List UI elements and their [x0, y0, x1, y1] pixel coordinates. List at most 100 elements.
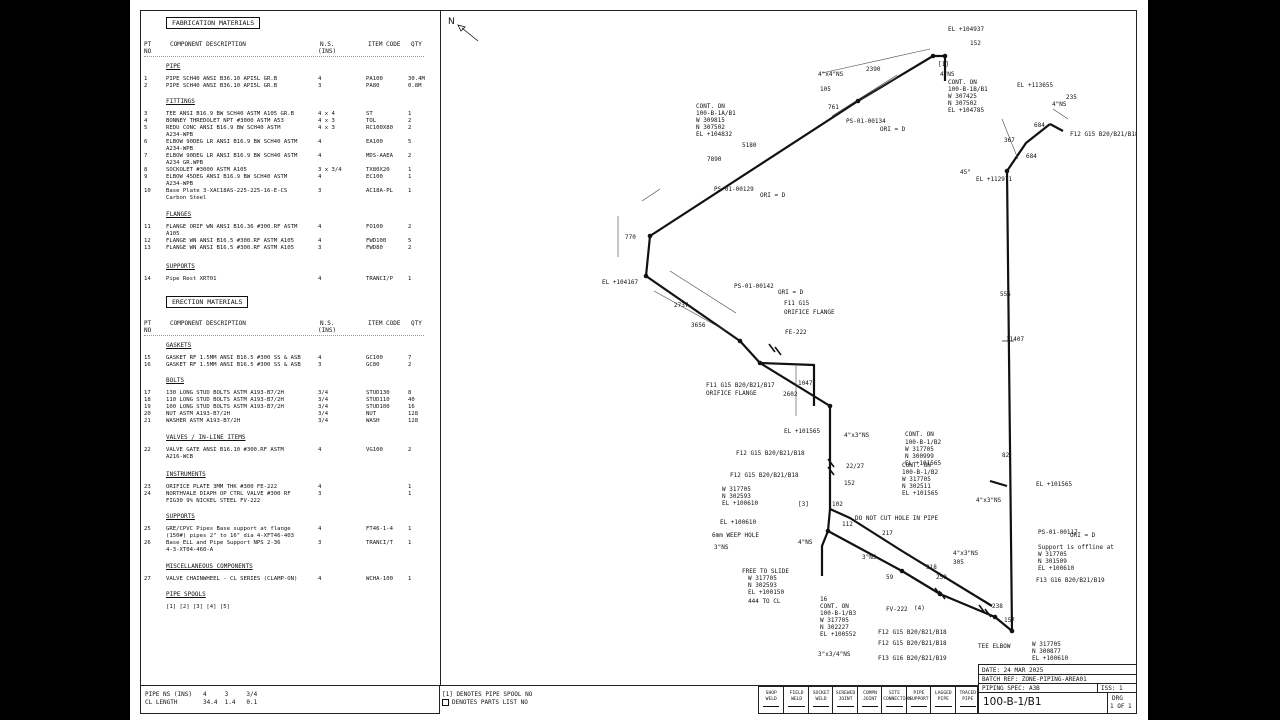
drawing-label: W 317705 — [902, 476, 931, 483]
material-ns: 4 — [318, 526, 322, 532]
erect-header-rule — [144, 335, 424, 336]
north-arrow-icon — [461, 27, 479, 42]
material-pt: 7 — [144, 153, 148, 159]
drawing-label: 5180 — [742, 142, 757, 149]
flange-marker — [934, 587, 942, 597]
materials-divider — [440, 10, 441, 686]
legend-label: SOCKET WELD — [812, 691, 830, 702]
material-ns: 3/4 — [318, 411, 329, 417]
legend-label: SHOP WELD — [765, 691, 777, 702]
weld-joint-marker — [992, 614, 998, 620]
material-code: STUD100 — [366, 404, 390, 410]
material-ns: 3/4 — [318, 404, 329, 410]
legend-symbol-icon — [910, 706, 928, 707]
erect-col-qty: QTY — [411, 320, 422, 327]
summary-ns-values: 4 3 3/4 — [203, 691, 258, 698]
flange-marker — [827, 466, 835, 476]
material-pt: 3 — [144, 111, 148, 117]
drawing-label: 100-B-1/B2 — [902, 469, 939, 476]
flange-marker — [984, 608, 992, 618]
material-pt: 13 — [144, 245, 151, 251]
material-pt: 5 — [144, 125, 148, 131]
material-code: NUT — [366, 411, 377, 417]
title-drg-value: 1 OF 1 — [1110, 703, 1132, 710]
section-title: SUPPORTS — [166, 263, 195, 270]
material-code: AC18A-PL — [366, 188, 393, 194]
weld-joint-marker — [737, 338, 743, 344]
material-code: GC100 — [366, 355, 383, 361]
drawing-label: N 300877 — [1032, 648, 1061, 655]
drawing-label: (4) — [914, 605, 925, 612]
legend-symbol-icon — [886, 706, 903, 707]
drawing-label: 2737 — [674, 302, 689, 309]
drawing-label: 152 — [844, 480, 855, 487]
drawing-label: 3"NS — [714, 544, 729, 551]
drawing-label: 3"x3/4"NS — [818, 651, 851, 658]
material-qty: 1 — [408, 484, 412, 490]
material-desc: Base ELL and Pipe Support NPS 2-36 — [166, 540, 281, 546]
material-row: FIG30 9% NICKEL STEEL FV-222 — [130, 498, 435, 506]
material-qty: 0.8M — [408, 83, 422, 89]
legend-item: TRACED PIPE — [954, 687, 979, 713]
weld-joint-marker — [899, 568, 905, 574]
material-pt: 21 — [144, 418, 151, 424]
section-title: INSTRUMENTS — [166, 471, 206, 478]
drawing-label: [3] — [798, 501, 809, 508]
material-qty: 40 — [408, 397, 415, 403]
material-ns: 4 — [318, 484, 322, 490]
drawing-label: 6mm WEEP HOLE — [712, 532, 759, 539]
drawing-label: W 309815 — [696, 117, 725, 124]
drawing-label: W 317705 — [748, 575, 777, 582]
drawing-label: 157 — [1004, 617, 1015, 624]
weld-joint-marker — [930, 53, 936, 59]
drawing-label: N 302227 — [820, 624, 849, 631]
erection-materials-title: ERECTION MATERIALS — [166, 296, 249, 308]
material-row: [1] [2] [3] [4] [5] — [130, 604, 435, 612]
material-pt: 1 — [144, 76, 148, 82]
material-ns: 3 x 3/4 — [318, 167, 342, 173]
drawing-label: CONT. ON — [820, 603, 849, 610]
section-title: PIPE — [166, 63, 181, 70]
material-desc: REDU CONC ANSI B16.9 BW SCH40 ASTM — [166, 125, 281, 131]
legend-label: COMPN JOINT — [863, 691, 877, 702]
weld-joint-marker — [827, 403, 833, 409]
material-ns: 3 — [318, 83, 322, 89]
drawing-label: EL +101565 — [905, 460, 942, 467]
material-ns: 4 — [318, 224, 322, 230]
material-qty: 1 — [408, 167, 412, 173]
material-code: WCHA-100 — [366, 576, 393, 582]
flange-marker — [827, 458, 835, 468]
material-desc: A234-WPB — [166, 146, 193, 152]
drawing-label: F11 G15 B20/B21/B17 — [706, 382, 775, 389]
drawing-label: F11 G15 — [784, 300, 810, 307]
material-qty: 5 — [408, 238, 412, 244]
pipe-segment — [644, 55, 1013, 632]
dimension-line — [821, 48, 931, 74]
drawing-label: EL +100610 — [720, 519, 757, 526]
material-ns: 4 x 3 — [318, 125, 335, 131]
material-pt: 27 — [144, 576, 151, 582]
drawing-label: CONT. ON — [948, 79, 977, 86]
material-pt: 2 — [144, 83, 148, 89]
material-code: TOL — [366, 118, 377, 124]
fab-col-ns: N.S. — [320, 41, 335, 48]
material-qty: 1 — [408, 111, 412, 117]
drawing-label: 2390 — [866, 66, 881, 73]
material-code: FO100 — [366, 224, 383, 230]
drawing-label: 684 — [1026, 153, 1037, 160]
drawing-label: 100-B-1/B3 — [820, 610, 857, 617]
material-desc: [1] [2] [3] [4] [5] — [166, 604, 230, 610]
material-row: 5 REDU CONC ANSI B16.9 BW SCH40 ASTM 4 x 3… — [130, 125, 435, 133]
drawing-label: TEE ELBOW — [978, 643, 1011, 650]
material-pt: 19 — [144, 404, 151, 410]
material-code: FWD80 — [366, 245, 383, 251]
